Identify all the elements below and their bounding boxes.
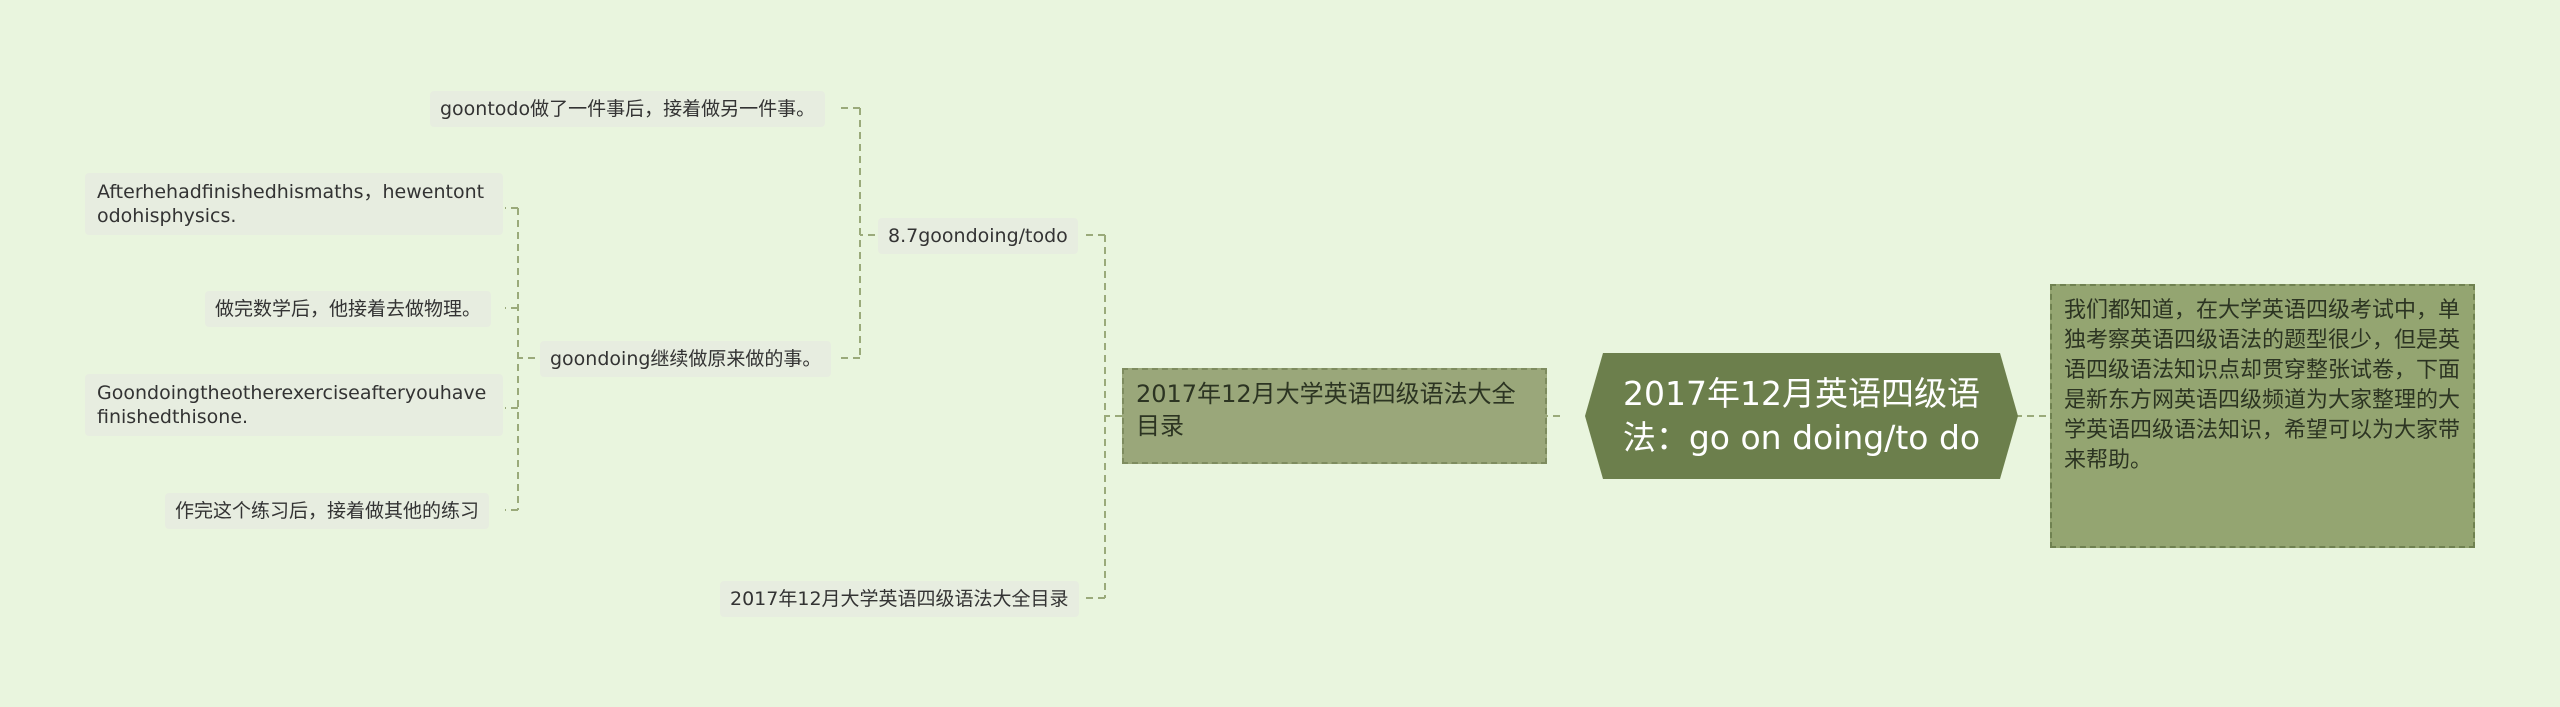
- example-1-chinese-text: 做完数学后，他接着去做物理。: [215, 298, 482, 320]
- topic-goondoing-todo-node[interactable]: 8.7goondoing/todo: [878, 218, 1078, 254]
- connector-topic-subtopics: [840, 107, 875, 359]
- branch-catalog-node[interactable]: 2017年12月大学英语四级语法大全目录: [1122, 368, 1547, 464]
- description-node[interactable]: 我们都知道，在大学英语四级考试中，单独考察英语四级语法的题型很少，但是英语四级语…: [2050, 284, 2475, 548]
- subtopic-goondoing-text: goondoing继续做原来做的事。: [550, 348, 822, 370]
- example-1-english-node[interactable]: Afterhehadfinishedhismaths，hewentontodoh…: [85, 173, 503, 235]
- subtopic-goontodo-text: goontodo做了一件事后，接着做另一件事。: [440, 98, 816, 120]
- root-topic-text: 2017年12月英语四级语法：go on doing/to do: [1622, 374, 1981, 457]
- example-2-english-node[interactable]: Goondoingtheotherexerciseafteryouhavefin…: [85, 374, 503, 436]
- example-1-chinese-node[interactable]: 做完数学后，他接着去做物理。: [205, 291, 492, 327]
- connector-branch-topics: [1085, 234, 1122, 599]
- example-2-chinese-node[interactable]: 作完这个练习后，接着做其他的练习: [165, 493, 490, 529]
- topic-goondoing-todo-text: 8.7goondoing/todo: [888, 225, 1068, 247]
- branch-catalog-text: 2017年12月大学英语四级语法大全目录: [1136, 380, 1516, 440]
- example-2-chinese-text: 作完这个练习后，接着做其他的练习: [175, 500, 480, 522]
- subtopic-goontodo-node[interactable]: goontodo做了一件事后，接着做另一件事。: [430, 91, 826, 127]
- example-2-english-text: Goondoingtheotherexerciseafteryouhavefin…: [97, 382, 487, 428]
- subtopic-goondoing-node[interactable]: goondoing继续做原来做的事。: [540, 341, 832, 377]
- example-1-english-text: Afterhehadfinishedhismaths，hewentontodoh…: [97, 181, 485, 227]
- topic-catalog-node[interactable]: 2017年12月大学英语四级语法大全目录: [720, 581, 1079, 617]
- topic-catalog-text: 2017年12月大学英语四级语法大全目录: [730, 588, 1069, 610]
- description-text: 我们都知道，在大学英语四级考试中，单独考察英语四级语法的题型很少，但是英语四级语…: [2064, 298, 2461, 473]
- connector-subtopic-examples: [505, 207, 535, 511]
- root-topic-node[interactable]: 2017年12月英语四级语法：go on doing/to do: [1585, 353, 2018, 479]
